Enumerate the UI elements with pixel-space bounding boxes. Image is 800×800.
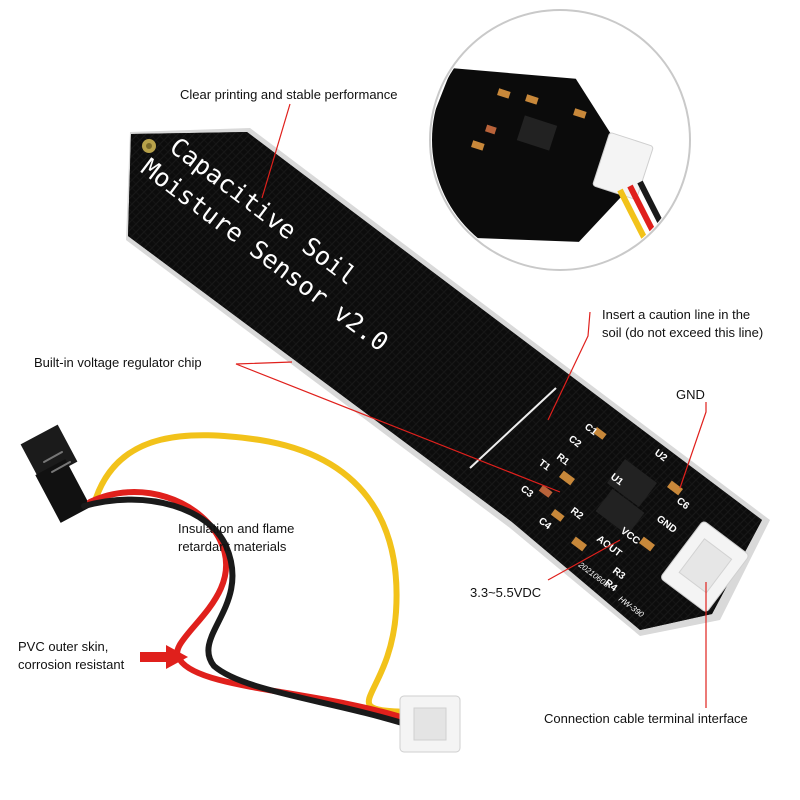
- callout-terminal: Connection cable terminal interface: [544, 711, 748, 726]
- callout-pvc-line2: corrosion resistant: [18, 657, 125, 672]
- dupont-header: [20, 424, 91, 523]
- ic-chip: [595, 488, 645, 536]
- callout-printing: Clear printing and stable performance: [180, 87, 398, 102]
- callout-insulation-line1: Insulation and flame: [178, 521, 295, 536]
- callout-caution-line1: Insert a caution line in the: [602, 307, 751, 322]
- callout-caution: Insert a caution line in the soil (do no…: [602, 306, 763, 342]
- callout-insulation: Insulation and flame retardant materials: [178, 520, 294, 556]
- callout-pvc-line1: PVC outer skin,: [18, 639, 109, 654]
- callout-regulator: Built-in voltage regulator chip: [34, 355, 202, 370]
- board-connector: [661, 521, 749, 612]
- cable: [20, 424, 461, 753]
- callout-gnd: GND: [676, 387, 705, 402]
- wire-black: [81, 496, 415, 729]
- callout-voltage: 3.3~5.5VDC: [470, 585, 542, 600]
- regulator-chip: [607, 458, 657, 508]
- wire-yellow: [93, 432, 413, 715]
- pvc-arrow: [140, 645, 188, 669]
- cable-end-connector: [399, 695, 461, 753]
- zoom-inset: [429, 9, 691, 271]
- callout-insulation-line2: retardant materials: [178, 539, 287, 554]
- caution-line: [469, 387, 557, 469]
- callout-caution-line2: soil (do not exceed this line): [602, 325, 764, 340]
- leader-lines: [235, 103, 707, 708]
- callout-pvc: PVC outer skin, corrosion resistant: [18, 638, 124, 674]
